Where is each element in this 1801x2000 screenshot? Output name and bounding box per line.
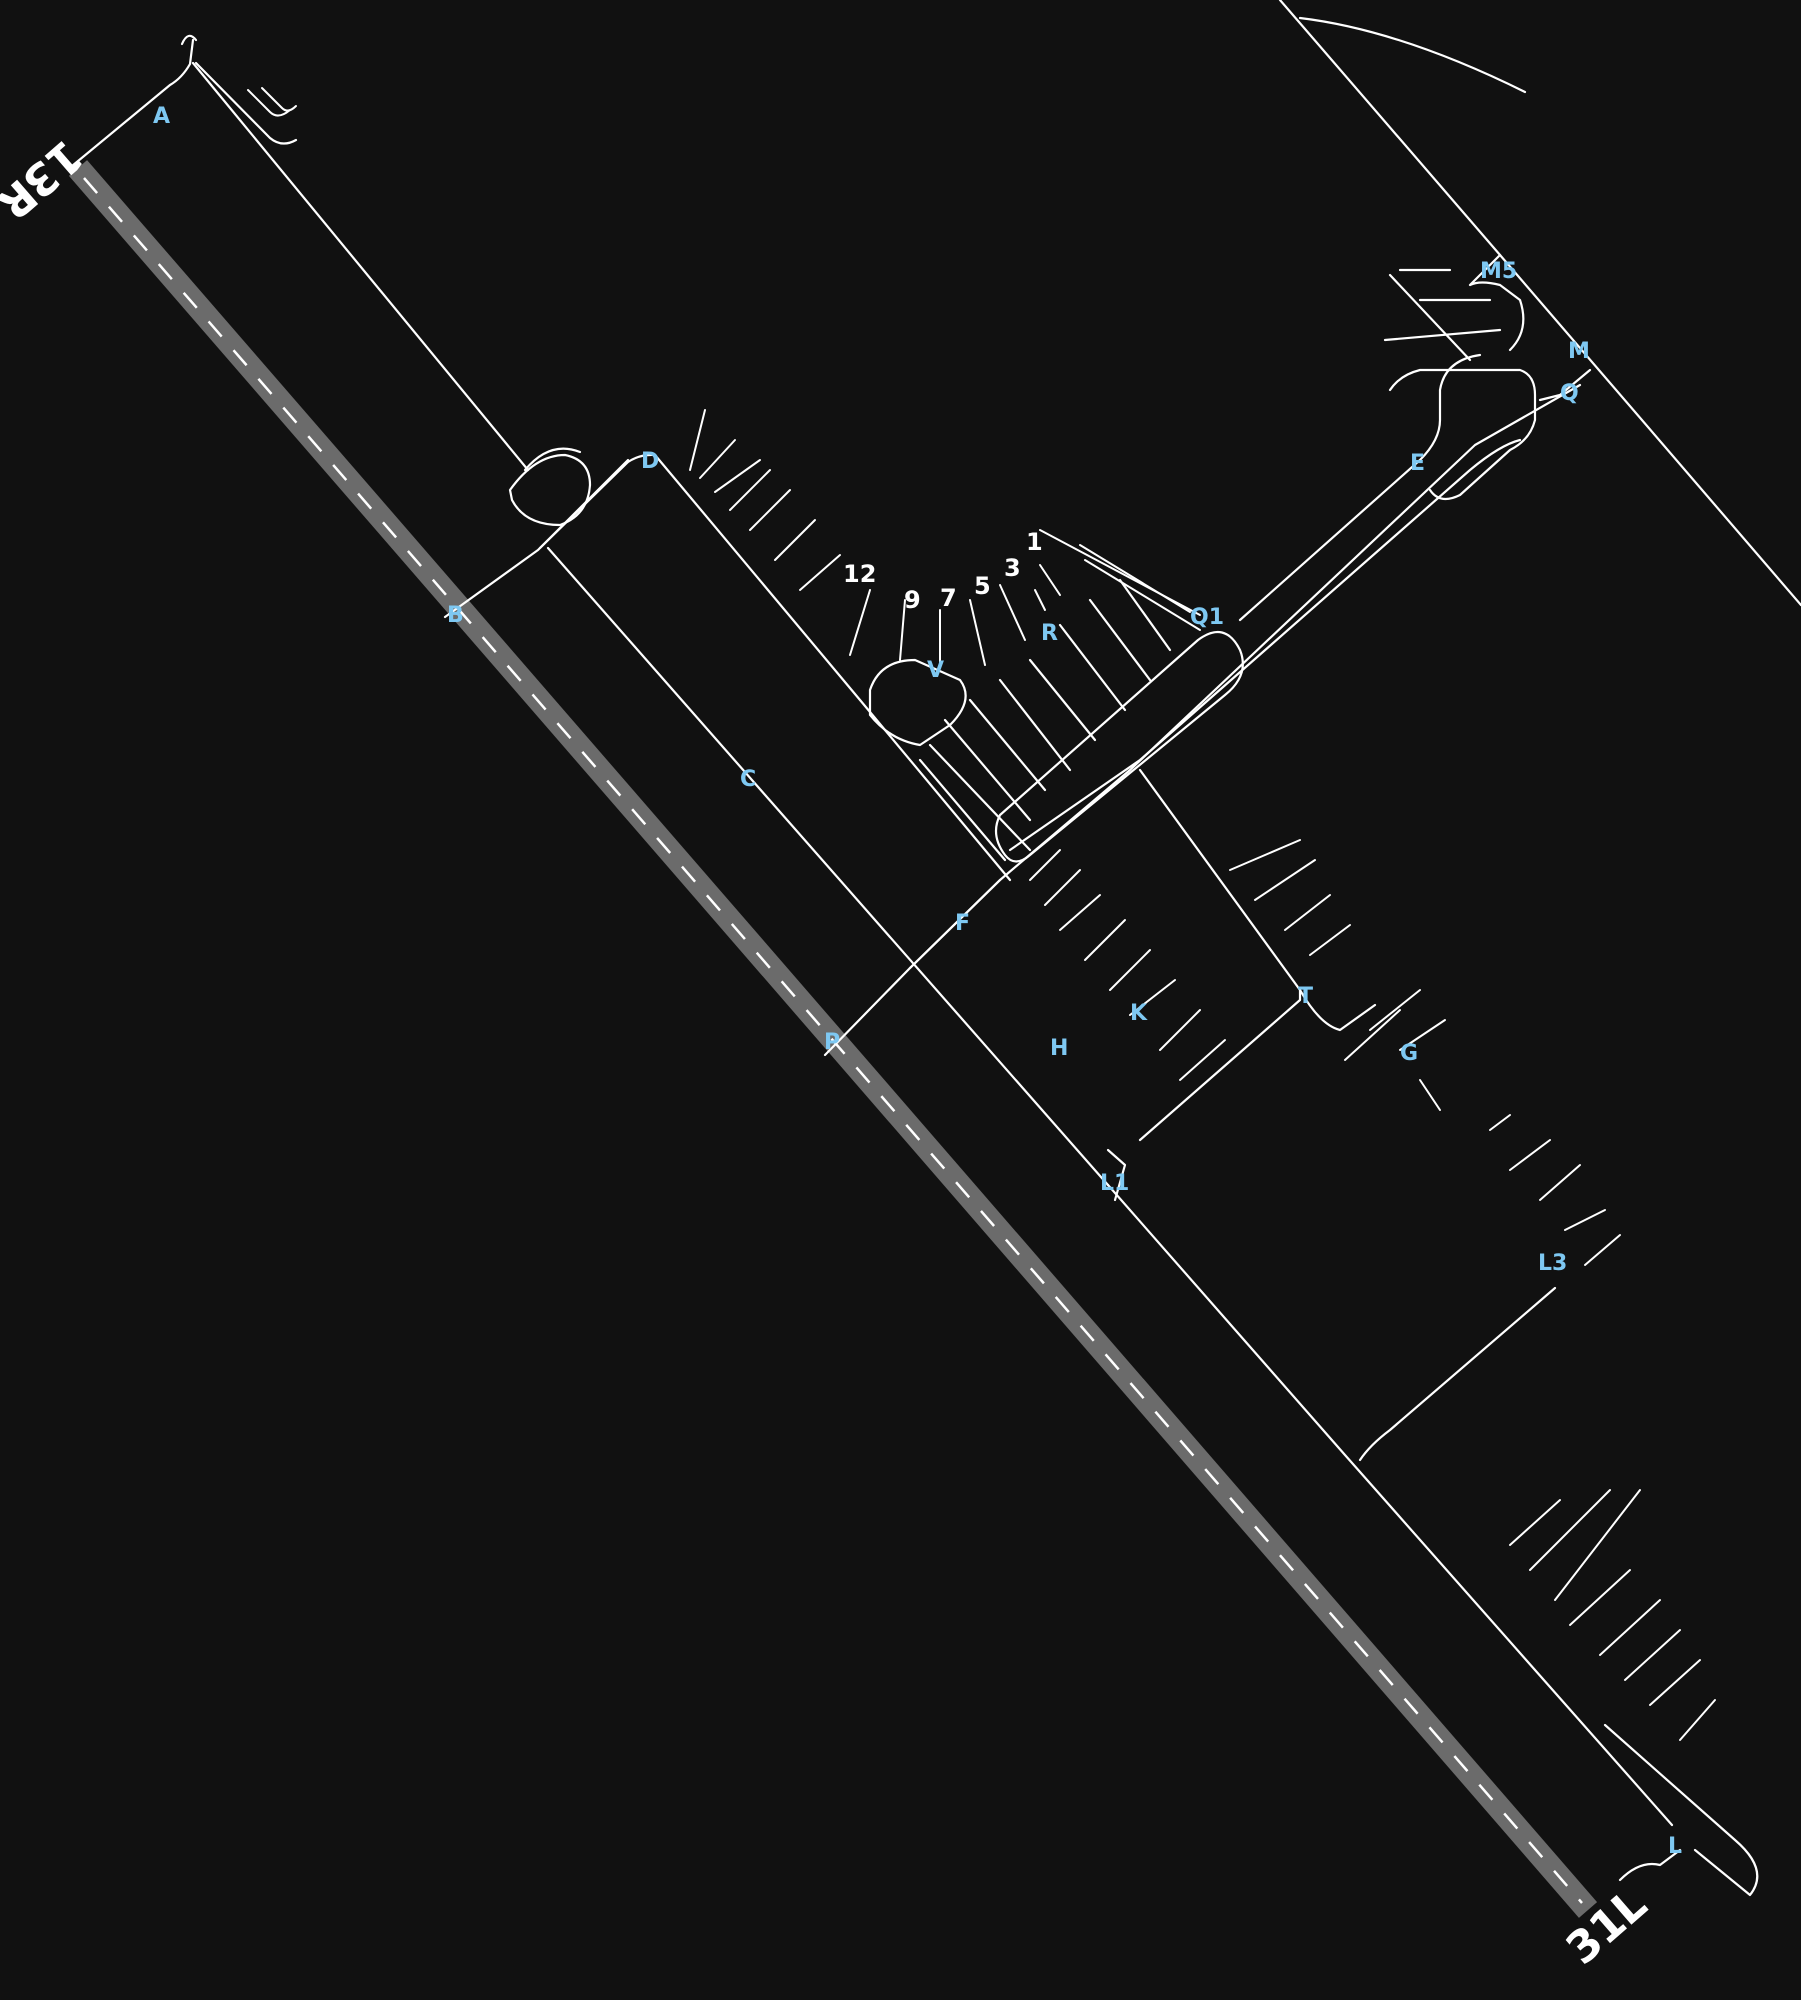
taxiway-label-m5[interactable]: M5: [1480, 259, 1517, 284]
taxiway-label-h[interactable]: H: [1050, 1036, 1068, 1061]
apron-central-loops: [868, 658, 967, 747]
taxiway-label-q1[interactable]: Q1: [1190, 605, 1224, 630]
taxiway-label-f[interactable]: F: [955, 911, 970, 936]
taxiway-label-v[interactable]: V: [927, 658, 944, 683]
stand-labels: 1 3 5 7 9 12: [843, 528, 1043, 614]
taxiway-label-c[interactable]: C: [740, 767, 756, 792]
stand-label-1[interactable]: 1: [1026, 528, 1043, 556]
taxiway-label-l[interactable]: L: [1668, 1834, 1682, 1859]
taxiway-a-apron: [194, 61, 298, 145]
taxiway-a-stub: [180, 34, 198, 46]
taxiway-f: [908, 383, 1582, 970]
apron-south-east: [1603, 1723, 1759, 1897]
stand-label-7[interactable]: 7: [940, 584, 957, 612]
stand-markings: [689, 409, 1716, 1741]
junction-b-loops: [508, 453, 592, 527]
taxiway-label-b[interactable]: B: [447, 603, 464, 628]
taxiway-label-r[interactable]: R: [1041, 621, 1058, 646]
taxiway-parallel-c: [546, 546, 1110, 1187]
taxiway-t: [1138, 768, 1302, 1142]
taxiway-m-branch: [1298, 16, 1527, 94]
stand-label-12[interactable]: 12: [843, 560, 876, 588]
taxiway-label-l1[interactable]: L1: [1100, 1171, 1129, 1196]
taxiway-a-connector: [70, 38, 195, 168]
apron-upper-right: [1383, 328, 1502, 342]
taxiway-label-t[interactable]: T: [1298, 984, 1313, 1009]
stand-label-9[interactable]: 9: [904, 586, 921, 614]
taxiway-parallel-south: [1106, 1183, 1674, 1827]
taxiway-label-k[interactable]: K: [1130, 1001, 1148, 1026]
taxiway-label-g[interactable]: G: [1400, 1041, 1418, 1066]
runway-13r-31l: [68, 160, 1598, 1918]
taxiway-label-q[interactable]: Q: [1560, 381, 1579, 406]
taxiway-d: [538, 453, 657, 550]
stand-label-3[interactable]: 3: [1004, 554, 1021, 582]
taxiway-d-apron-edge: [653, 453, 1012, 882]
taxiway-network: [70, 0, 1801, 1897]
taxiway-label-p[interactable]: P: [824, 1030, 840, 1055]
taxiway-labels: A B C D E F G H K L L1 L3 M M5 P Q Q1 R …: [153, 104, 1682, 1859]
taxiway-e-block: [1388, 368, 1537, 501]
taxiway-l1: [1106, 1148, 1127, 1202]
taxiway-label-e[interactable]: E: [1410, 451, 1425, 476]
taxiway-label-m[interactable]: M: [1568, 339, 1590, 364]
stand-label-5[interactable]: 5: [974, 572, 991, 600]
taxiway-l3: [1358, 1286, 1557, 1462]
runway-centerline: [83, 177, 1583, 1904]
taxiway-q: [1538, 368, 1592, 402]
taxiway-label-d[interactable]: D: [641, 449, 659, 474]
taxiway-f-parallel: [1008, 438, 1522, 852]
taxiway-m5: [1468, 253, 1525, 352]
taxiway-label-a[interactable]: A: [153, 104, 170, 129]
taxiway-parallel-north: [191, 61, 530, 472]
taxiway-e: [1238, 353, 1482, 622]
apron-block-outline: [994, 630, 1244, 863]
taxiway-label-l3[interactable]: L3: [1538, 1251, 1567, 1276]
